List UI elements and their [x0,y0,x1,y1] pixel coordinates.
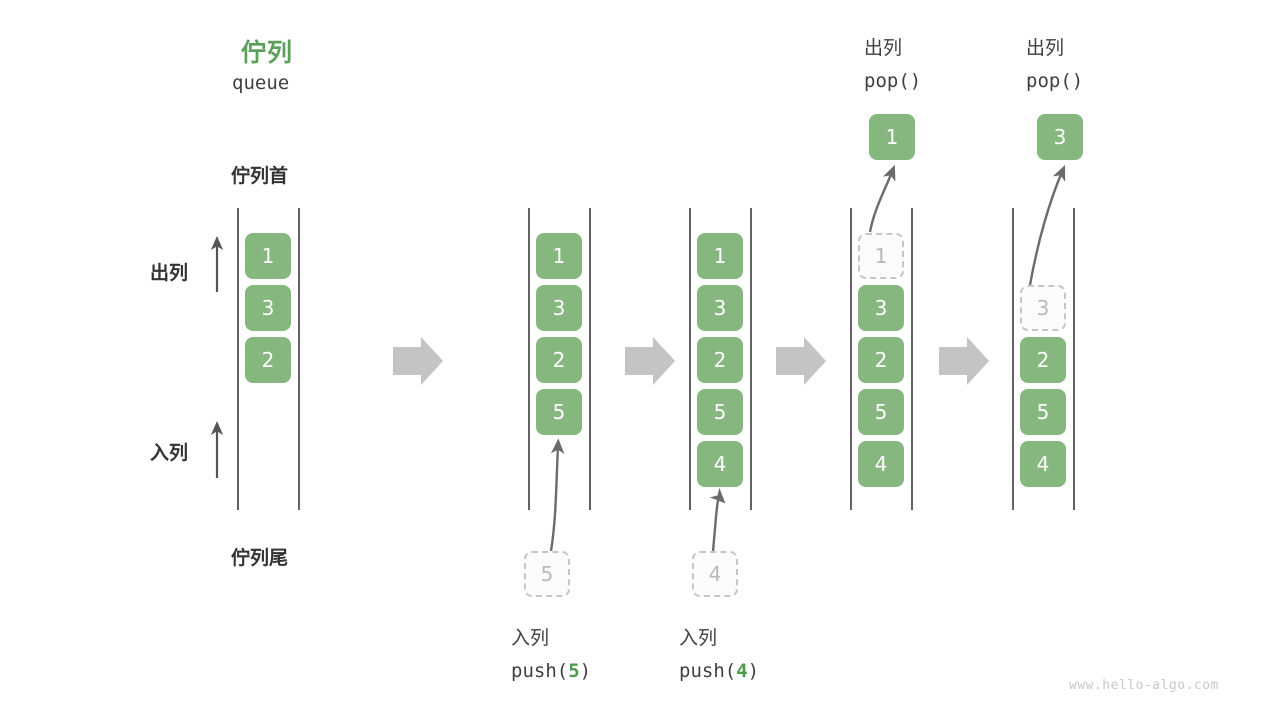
queue-cell: 2 [245,337,291,383]
queue-cell: 5 [858,389,904,435]
queue-column-3: 1 3 2 5 4 [697,233,743,487]
push-code-value-2: 4 [736,660,748,682]
pop-label-code-1: pop() [864,70,922,92]
queue-column-2: 1 3 2 5 [536,233,582,435]
watermark: www.hello-algo.com [1069,678,1219,693]
pop-label-code-2: pop() [1026,70,1084,92]
push-5-arrow [549,438,565,552]
pop-3-arrow [1028,164,1066,286]
queue-cell: 2 [536,337,582,383]
queue-cell: 1 [697,233,743,279]
queue-column-4: 1 3 2 5 4 [858,233,904,487]
queue-cell: 3 [858,285,904,331]
queue-cell: 1 [536,233,582,279]
queue-tail-label: 佇列尾 [231,548,289,569]
enqueue-label: 入列 [150,443,189,464]
push-code-value-1: 5 [568,660,580,682]
queue-cell: 3 [245,285,291,331]
push-code-prefix-2: push( [679,660,737,682]
queue-cell: 4 [697,441,743,487]
step-arrow-2 [625,337,675,385]
page-title-en: queue [232,72,290,94]
pop-1-arrow [868,164,896,233]
queue-cell: 4 [858,441,904,487]
push-label-cn-1: 入列 [511,628,550,649]
push-ghost-cell-2: 4 [692,551,738,597]
queue-cell: 2 [697,337,743,383]
queue-cell: 2 [858,337,904,383]
queue-cell: 3 [697,285,743,331]
queue-cell: 3 [536,285,582,331]
queue-column-5: 3 2 5 4 [1020,285,1066,487]
push-code-suffix-1: ) [579,660,592,682]
queue-cell: 1 [245,233,291,279]
queue-cell-ghost: 1 [858,233,904,279]
queue-cell: 2 [1020,337,1066,383]
popped-cell-2: 3 [1037,114,1083,160]
queue-cell: 5 [1020,389,1066,435]
push-label-code-1: push(5) [511,660,591,682]
step-arrow-4 [939,337,989,385]
step-arrow-1 [393,337,443,385]
queue-cell-ghost: 3 [1020,285,1066,331]
pop-label-cn-1: 出列 [864,38,903,59]
push-4-arrow [709,487,726,552]
page-title-cn: 佇列 [241,39,294,67]
popped-cell-1: 1 [869,114,915,160]
dequeue-label: 出列 [150,263,189,284]
queue-cell: 5 [536,389,582,435]
queue-head-label: 佇列首 [231,166,289,187]
queue-cell: 4 [1020,441,1066,487]
push-code-prefix-1: push( [511,660,569,682]
step-arrow-3 [776,337,826,385]
push-ghost-cell-1: 5 [524,551,570,597]
push-code-suffix-2: ) [747,660,760,682]
pop-label-cn-2: 出列 [1026,38,1065,59]
queue-cell: 5 [697,389,743,435]
push-label-code-2: push(4) [679,660,759,682]
push-label-cn-2: 入列 [679,628,718,649]
queue-column-1: 1 3 2 [245,233,291,383]
